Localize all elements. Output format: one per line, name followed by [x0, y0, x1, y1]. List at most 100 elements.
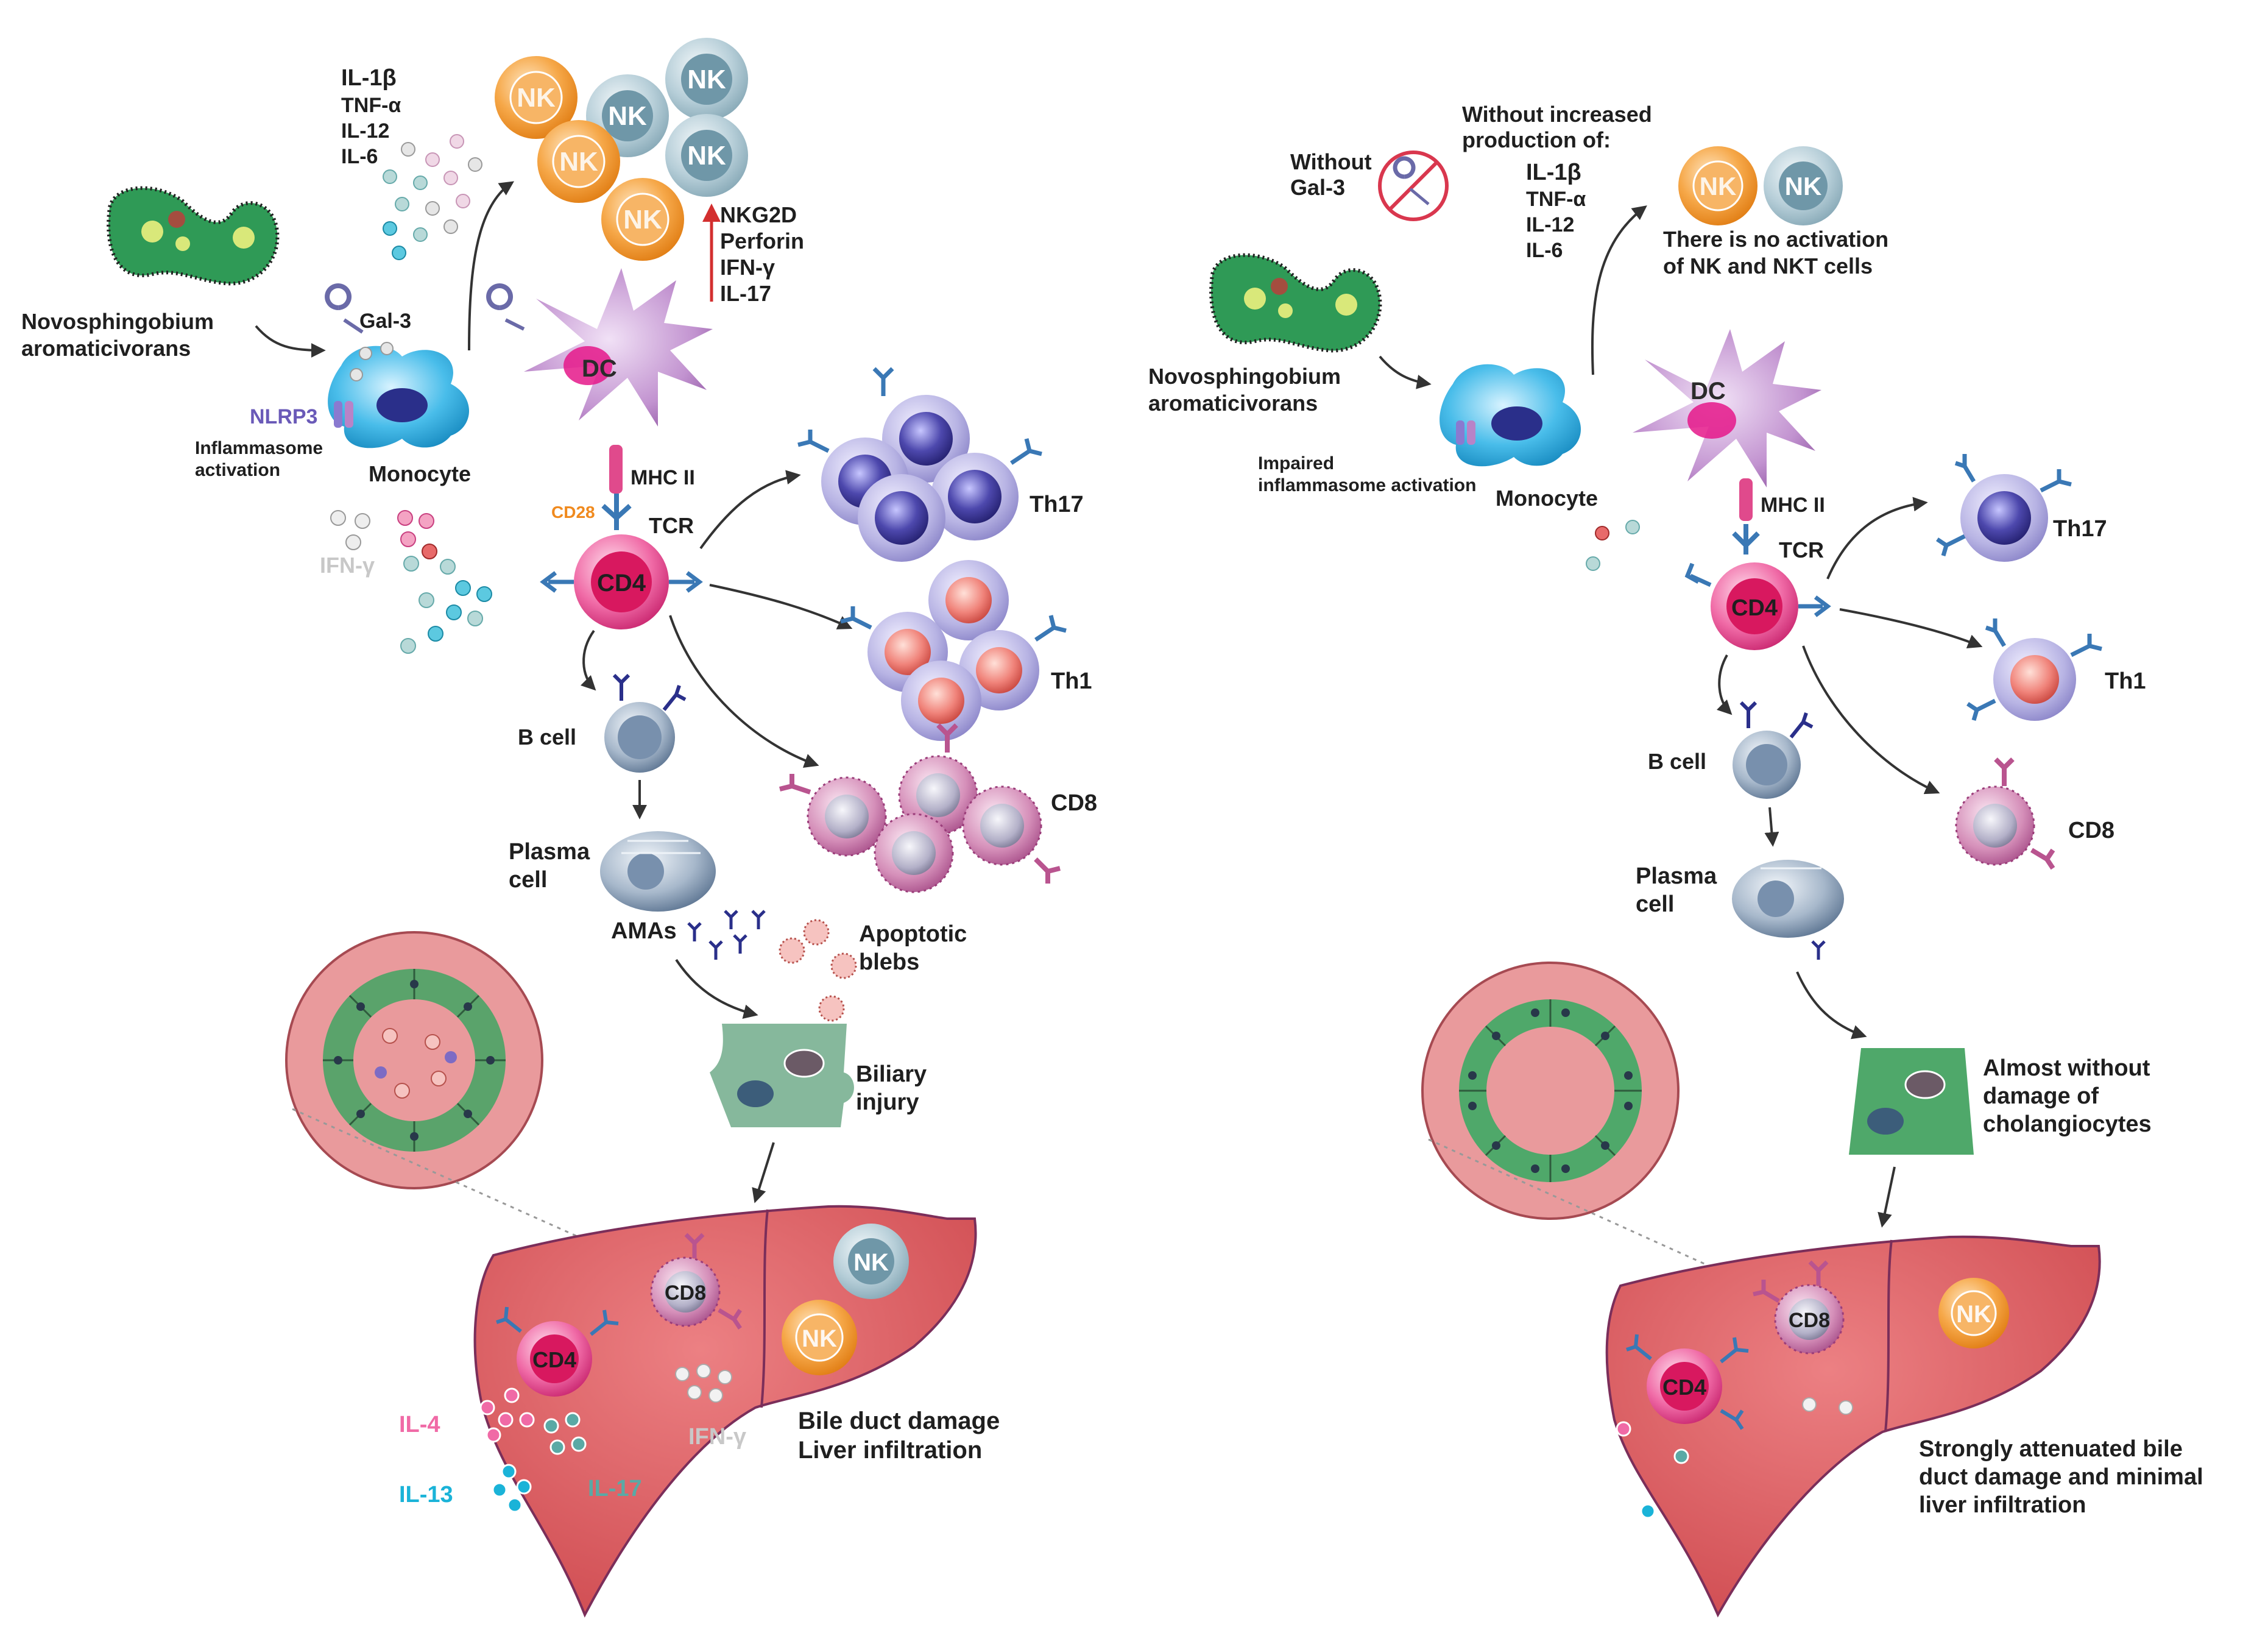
amas-antibodies [687, 910, 766, 960]
nk-label: NK [1785, 172, 1822, 200]
bcell-label-left: B cell [518, 725, 576, 749]
nk-label: NK [1700, 172, 1737, 200]
nk-label: NK [559, 147, 598, 177]
no-activation-label-line: of NK and NKT cells [1663, 253, 1873, 278]
mhc-receptor-right [1739, 478, 1753, 521]
bacterium-label-right-line: aromaticivorans [1148, 391, 1318, 416]
monocyte-label-right: Monocyte [1496, 486, 1598, 511]
nk-cell-right-orange: NK [1678, 146, 1758, 225]
nk-liver-right: NK [1938, 1278, 2009, 1348]
gal3-icon [325, 283, 364, 334]
without-increased-label: Without increased production of: [1462, 102, 1658, 152]
arrow-cd4-cd8-right [1802, 645, 1940, 795]
gal3-icon-dc [486, 283, 525, 331]
apoptotic-label: Apoptotic blebs [859, 921, 973, 975]
il17-liver-label: IL-17 [588, 1476, 642, 1501]
nk-liver-label-orange: NK [802, 1325, 837, 1352]
arrow-biliary-liver-right [1878, 1166, 1896, 1228]
nk-liver-left-grey: NK [833, 1224, 909, 1299]
bacterium-right [1209, 253, 1382, 353]
liver-text-left-line: Liver infiltration [798, 1437, 982, 1464]
arrow-cd4-th17-left [699, 470, 801, 550]
arrow-cd4-th17-right [1826, 497, 1928, 579]
th1-cluster-left [840, 560, 1067, 741]
nk-label: NK [517, 83, 556, 113]
monocyte-label-left: Monocyte [369, 461, 471, 486]
effect-ifng: IFN-γ [720, 255, 775, 280]
th1-label-left: Th1 [1051, 668, 1092, 694]
arrow-plasma-biliary-right [1796, 971, 1867, 1040]
ifn-label-left: IFN-γ [320, 553, 375, 578]
cd4-liver-left: CD4 [496, 1306, 619, 1397]
liver-cytokines-right [1616, 1397, 1853, 1519]
cd28-label: CD28 [551, 503, 595, 522]
tcr-receptor-right [1732, 524, 1760, 554]
plasma-cell-left [600, 831, 716, 912]
cytokine-il12: IL-12 [341, 119, 389, 143]
effect-il17: IL-17 [720, 281, 771, 306]
plasma-label-right-line: cell [1636, 891, 1674, 917]
effect-perforin: Perforin [720, 229, 804, 253]
biliary-label-line: injury [856, 1090, 919, 1115]
inflammasome-label-left-line: activation [195, 460, 280, 480]
cd8-label-left: CD8 [1051, 790, 1097, 816]
cd8-liver-left: CD8 [650, 1233, 742, 1330]
mhc-label-left: MHC II [631, 466, 695, 489]
liver-cytokines-left [479, 1364, 732, 1513]
antibody-right [1811, 940, 1826, 960]
cd8-label-right: CD8 [2068, 818, 2114, 843]
cd4-liver-label-left: CD4 [532, 1347, 576, 1372]
bile-duct-right [1421, 962, 1680, 1220]
zoom-line-left [292, 1108, 579, 1238]
th17-label-left: Th17 [1030, 492, 1084, 517]
monocyte-right [1440, 364, 1581, 467]
nk-cell: NK [665, 114, 748, 197]
arrow-cd4-th1-right [1839, 608, 1983, 649]
dots-right [1586, 520, 1640, 571]
cd8-liver-label-right: CD8 [1789, 1309, 1830, 1332]
arrow-bcell-plasma-right [1764, 807, 1779, 847]
cd8-cluster-left [779, 723, 1061, 893]
no-activation-label: There is no activation of NK and NKT cel… [1663, 227, 1895, 278]
plasma-label-left-line: cell [509, 867, 547, 893]
bacterium-label-left: Novosphingobium aromaticivorans [21, 309, 220, 361]
bcell-left [604, 673, 687, 773]
right-cytokine-il6: IL-6 [1526, 239, 1563, 262]
cd4-liver-right: CD4 [1626, 1334, 1749, 1430]
nk-label: NK [687, 65, 726, 94]
dc-label-left: DC [582, 355, 617, 382]
nk-label: NK [687, 141, 726, 171]
cd8-liver-label-left: CD8 [665, 1281, 706, 1305]
bacterium-label-left-line: aromaticivorans [21, 336, 191, 361]
th1-label-right: Th1 [2105, 668, 2146, 694]
without-increased-label-line: production of: [1462, 127, 1611, 152]
plasma-cell-right [1732, 860, 1844, 938]
arrow-cd4-bcell-left [580, 629, 596, 691]
nk-cell: NK [601, 178, 684, 261]
nlrp3-label: NLRP3 [250, 405, 317, 428]
no-gal3-icon [1378, 151, 1449, 221]
impaired-label-line: inflammasome activation [1258, 475, 1476, 495]
inflammasome-label-left: Inflammasome activation [195, 438, 328, 480]
th17-right [1936, 454, 2072, 562]
arrow-monocyte-nk [468, 181, 514, 351]
mhc-label-right: MHC II [1761, 494, 1825, 517]
bcell-right [1733, 701, 1814, 799]
almost-label-line: damage of [1983, 1083, 2099, 1109]
gal3-label: Gal-3 [359, 310, 411, 333]
cd4-label-right: CD4 [1731, 595, 1778, 621]
right-cytokine-il12: IL-12 [1526, 213, 1574, 236]
right-cytokine-il1b: IL-1β [1526, 160, 1581, 185]
cd4-cell-right: CD4 [1684, 562, 1831, 650]
arrow-amas-biliary [675, 958, 758, 1019]
nk-cell-right-grey: NK [1764, 146, 1843, 225]
il13-label: IL-13 [399, 1482, 453, 1508]
nk-cell: NK [665, 38, 748, 121]
arrow-cd4-bcell-right [1716, 654, 1733, 715]
bacterium-left [107, 186, 280, 286]
liver-right [1605, 1235, 2101, 1618]
cytokine-il1b: IL-1β [341, 65, 397, 91]
effect-nkg2d: NKG2D [720, 202, 797, 227]
